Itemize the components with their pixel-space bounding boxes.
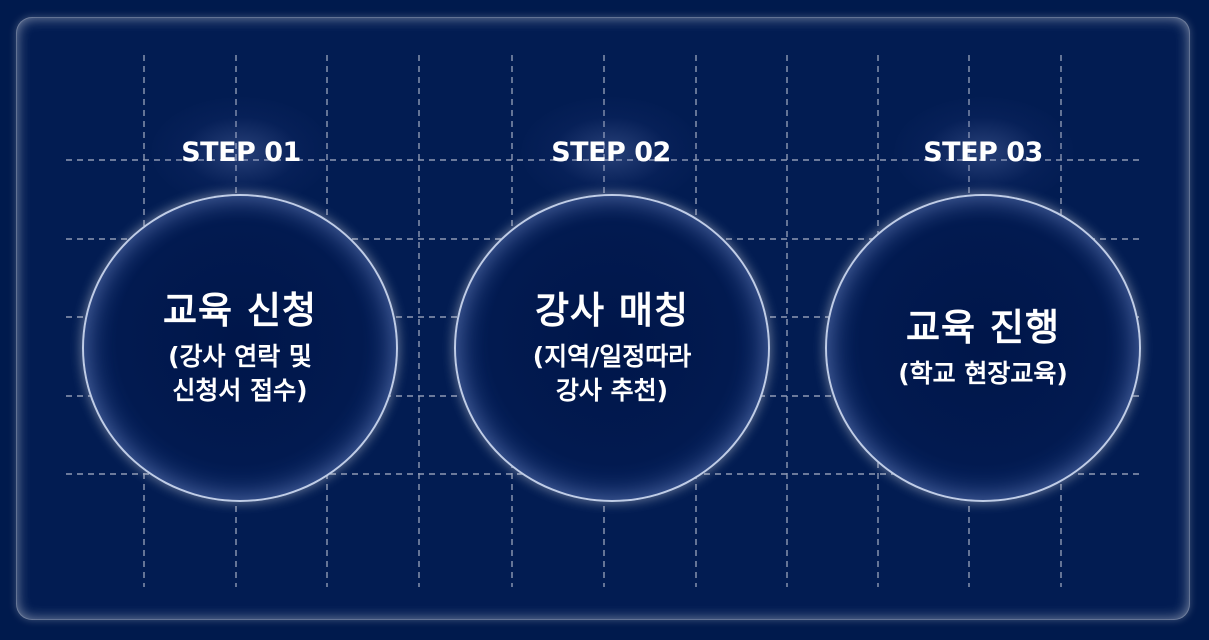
step-2-desc-line: (지역/일정따라 — [532, 342, 692, 371]
step-1-circle: 교육 신청 (강사 연락 및 신청서 접수) — [82, 194, 398, 502]
step-2-glow — [521, 97, 701, 207]
step-1-description: (강사 연락 및 신청서 접수) — [168, 340, 312, 408]
step-2-circle: 강사 매칭 (지역/일정따라 강사 추천) — [454, 194, 770, 502]
step-1-title: 교육 신청 — [162, 289, 318, 332]
step-3-label: STEP 03 — [923, 137, 1043, 168]
step-1-label: STEP 01 — [181, 137, 301, 168]
step-3-circle: 교육 진행 (학교 현장교육) — [825, 194, 1141, 502]
step-1-glow — [151, 97, 331, 207]
step-2-title: 강사 매칭 — [534, 289, 690, 332]
process-panel: STEP 01 교육 신청 (강사 연락 및 신청서 접수) STEP 02 강… — [16, 17, 1190, 620]
step-3-glow — [894, 97, 1074, 207]
step-1-desc-line: (강사 연락 및 — [168, 342, 312, 371]
step-3-title: 교육 진행 — [905, 306, 1061, 349]
step-1-desc-line: 신청서 접수) — [172, 376, 308, 405]
step-3-description: (학교 현장교육) — [898, 357, 1068, 391]
step-2-label: STEP 02 — [551, 137, 671, 168]
step-2-desc-line: 강사 추천) — [555, 376, 669, 405]
step-3-desc-line: (학교 현장교육) — [898, 359, 1068, 388]
step-2-description: (지역/일정따라 강사 추천) — [533, 340, 692, 408]
